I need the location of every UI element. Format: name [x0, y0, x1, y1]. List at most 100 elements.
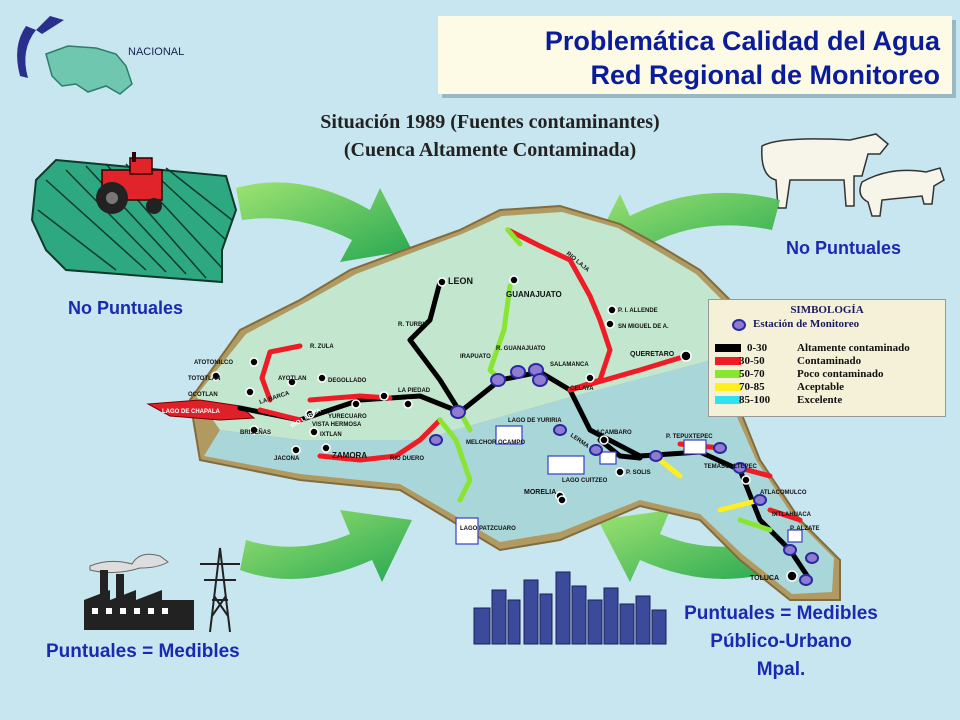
river-zula	[259, 343, 303, 403]
label-atotonilco: ATOTONILCO	[194, 360, 233, 366]
arrow-bottom-right	[598, 510, 780, 582]
lago-cuitzeo	[547, 455, 585, 475]
city-markers	[211, 275, 798, 582]
legend-row: 50-70 Poco contaminado	[715, 368, 943, 380]
legend-description: Altamente contaminado	[797, 342, 910, 354]
label-irapuato: IRAPUATO	[460, 354, 491, 360]
label-r-guanajuato: R. GUANAJUATO	[496, 346, 546, 352]
monitoring-stations	[429, 363, 819, 586]
label-tototlan: TOTOTLAN	[188, 376, 220, 382]
label-r-turbio: R. TURBIO	[398, 322, 429, 328]
pig-icon	[859, 167, 945, 217]
label-yurecuaro: YURECUARO	[328, 414, 367, 420]
tractor-icon	[96, 152, 163, 214]
legend-description: Excelente	[797, 394, 843, 406]
label-tepuxtepec: P. TEPUXTEPEC	[666, 434, 713, 440]
legend-swatch	[715, 396, 741, 404]
point-right-line-2: Público-Urbano	[710, 631, 852, 652]
legend-description: Poco contaminado	[797, 368, 884, 380]
point-left-label: Puntuales = Medibles	[46, 641, 240, 662]
label-p-allende: P. I. ALLENDE	[618, 308, 658, 314]
power-tower-icon	[200, 547, 240, 633]
river-laja-green	[505, 227, 523, 247]
label-rio-duero: RIO DUERO	[390, 456, 424, 462]
label-solis: P. SOLIS	[626, 470, 651, 476]
arrow-top-left	[236, 182, 412, 262]
situation-heading: Situación 1989 (Fuentes contaminantes) (…	[240, 108, 740, 164]
river-queretaro	[567, 353, 689, 393]
city-skyline-illustration	[473, 571, 667, 645]
legend-row: 85-100 Excelente	[715, 394, 943, 406]
label-vista-hermosa: VISTA HERMOSA	[312, 422, 362, 428]
label-san-miguel: SN MIGUEL DE A.	[618, 324, 669, 330]
label-lago-yuriria: LAGO DE YURIRIA	[508, 418, 562, 424]
legend-range: 0-30	[747, 342, 768, 354]
legend-range: 85-100	[739, 394, 771, 406]
logo-swoosh	[17, 26, 36, 78]
arrow-bottom-left	[240, 510, 412, 582]
label-jacona: JACONA	[274, 456, 300, 462]
label-degollado: DEGOLLADO	[328, 378, 367, 384]
legend-range: 70-85	[739, 381, 765, 393]
label-leon: LEON	[448, 276, 473, 286]
label-melchor-ocampo: MELCHOR OCAMPO	[466, 440, 525, 446]
river-toluca-green	[737, 517, 773, 533]
label-brisenas: BRISEÑAS	[240, 429, 271, 436]
label-salamanca: SALAMANCA	[550, 362, 589, 368]
point-right-line-3: Mpal.	[756, 659, 806, 680]
legend-station-label: Estación de Monitoreo	[753, 318, 860, 330]
nonpoint-left-label: No Puntuales	[68, 298, 184, 318]
label-guanajuato: GUANAJUATO	[506, 290, 562, 299]
label-zamora: ZAMORA	[332, 451, 367, 460]
label-lago-patzcuaro: LAGO PATZCUARO	[460, 526, 516, 532]
logo-map-shape	[45, 45, 133, 95]
legend-row: 0-30 Altamente contaminado	[715, 342, 943, 354]
label-acambaro: ACAMBARO	[596, 430, 632, 436]
factory-icon	[84, 570, 194, 630]
basin-south-zone	[204, 360, 834, 594]
label-ayotlan: AYOTLAN	[278, 376, 306, 382]
label-r-zula: R. ZULA	[310, 344, 334, 350]
label-ocotlan: OCOTLAN	[188, 392, 218, 398]
river-lerma-low	[597, 437, 643, 461]
label-ixtlahuaca: IXTLAHUACA	[772, 512, 812, 518]
legend-swatch	[715, 383, 741, 391]
label-lago-chapala: LAGO DE CHAPALA	[162, 409, 221, 415]
label-toluca: TOLUCA	[750, 575, 779, 582]
presa-solis	[599, 451, 617, 465]
river-turbio	[407, 279, 463, 415]
title-box: Problemática Calidad del Agua Red Region…	[438, 16, 952, 94]
point-right-label: Puntuales = Medibles Público-Urbano Mpal…	[666, 600, 896, 684]
label-atlacomulco: ATLACOMULCO	[760, 490, 807, 496]
point-right-line-1: Puntuales = Medibles	[684, 603, 878, 624]
livestock-illustration	[761, 133, 945, 217]
presa-tepuxtepec	[683, 439, 707, 455]
label-ixtlan: IXTLAN	[320, 432, 342, 438]
cow-icon	[761, 133, 890, 209]
label-la-piedad: LA PIEDAD	[398, 388, 431, 394]
legend-swatch	[715, 344, 741, 352]
title-line-2: Red Regional de Monitoreo	[590, 60, 940, 90]
river-duero	[317, 417, 443, 463]
legend-swatch	[715, 357, 741, 365]
nonpoint-right-label: No Puntuales	[786, 238, 902, 258]
river-lerma-red	[257, 407, 303, 423]
legend-range: 50-70	[739, 368, 765, 380]
label-temascaltepec: TEMASCALTEPEC	[704, 464, 758, 470]
label-morelia: MORELIA	[524, 489, 556, 496]
logo	[17, 16, 133, 95]
logo-text: NACIONAL	[128, 46, 185, 58]
title-line-1: Problemática Calidad del Agua	[544, 26, 940, 56]
presa-alzate	[787, 529, 803, 543]
label-celaya: CELAYA	[570, 386, 594, 392]
legend-range: 30-50	[739, 355, 765, 367]
label-alzate: P. ALZATE	[790, 526, 820, 532]
factory-illustration	[84, 547, 240, 633]
legend-swatch	[715, 370, 741, 378]
river-laja	[505, 227, 613, 393]
station-symbol-icon	[732, 319, 746, 331]
